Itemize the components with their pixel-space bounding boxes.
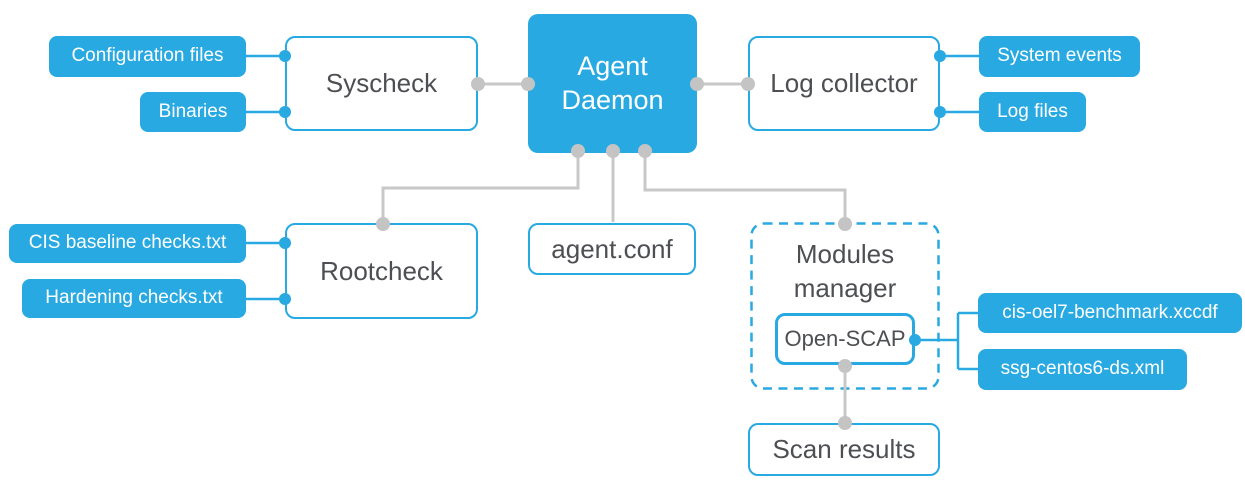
- node-syscheck: Syscheck: [285, 36, 478, 131]
- node-system-events: System events: [979, 36, 1140, 77]
- agent-daemon-label: Agent Daemon: [561, 50, 664, 115]
- node-agent-daemon: Agent Daemon: [528, 14, 697, 153]
- node-log-files: Log files: [979, 92, 1086, 132]
- node-agent-conf: agent.conf: [528, 223, 696, 275]
- node-scan-results: Scan results: [748, 423, 940, 476]
- node-rootcheck: Rootcheck: [285, 223, 478, 319]
- node-cis-oel7-benchmark: cis-oel7-benchmark.xccdf: [978, 293, 1242, 333]
- node-cis-baseline-checks: CIS baseline checks.txt: [9, 224, 246, 263]
- connector-agent-rootcheck: [381, 152, 580, 224]
- node-hardening-checks: Hardening checks.txt: [22, 279, 246, 318]
- node-modules-manager: Modules manager: [750, 238, 940, 306]
- node-open-scap: Open-SCAP: [775, 313, 915, 365]
- modules-manager-label: Modules manager: [793, 239, 897, 303]
- junction-dot: [838, 217, 852, 231]
- node-log-collector: Log collector: [748, 36, 940, 131]
- connector-openscap-files: [915, 311, 978, 371]
- node-ssg-centos6-ds: ssg-centos6-ds.xml: [978, 349, 1187, 390]
- connector-agent-modulesmanager: [643, 152, 847, 223]
- node-binaries: Binaries: [140, 92, 246, 132]
- node-configuration-files: Configuration files: [49, 36, 246, 77]
